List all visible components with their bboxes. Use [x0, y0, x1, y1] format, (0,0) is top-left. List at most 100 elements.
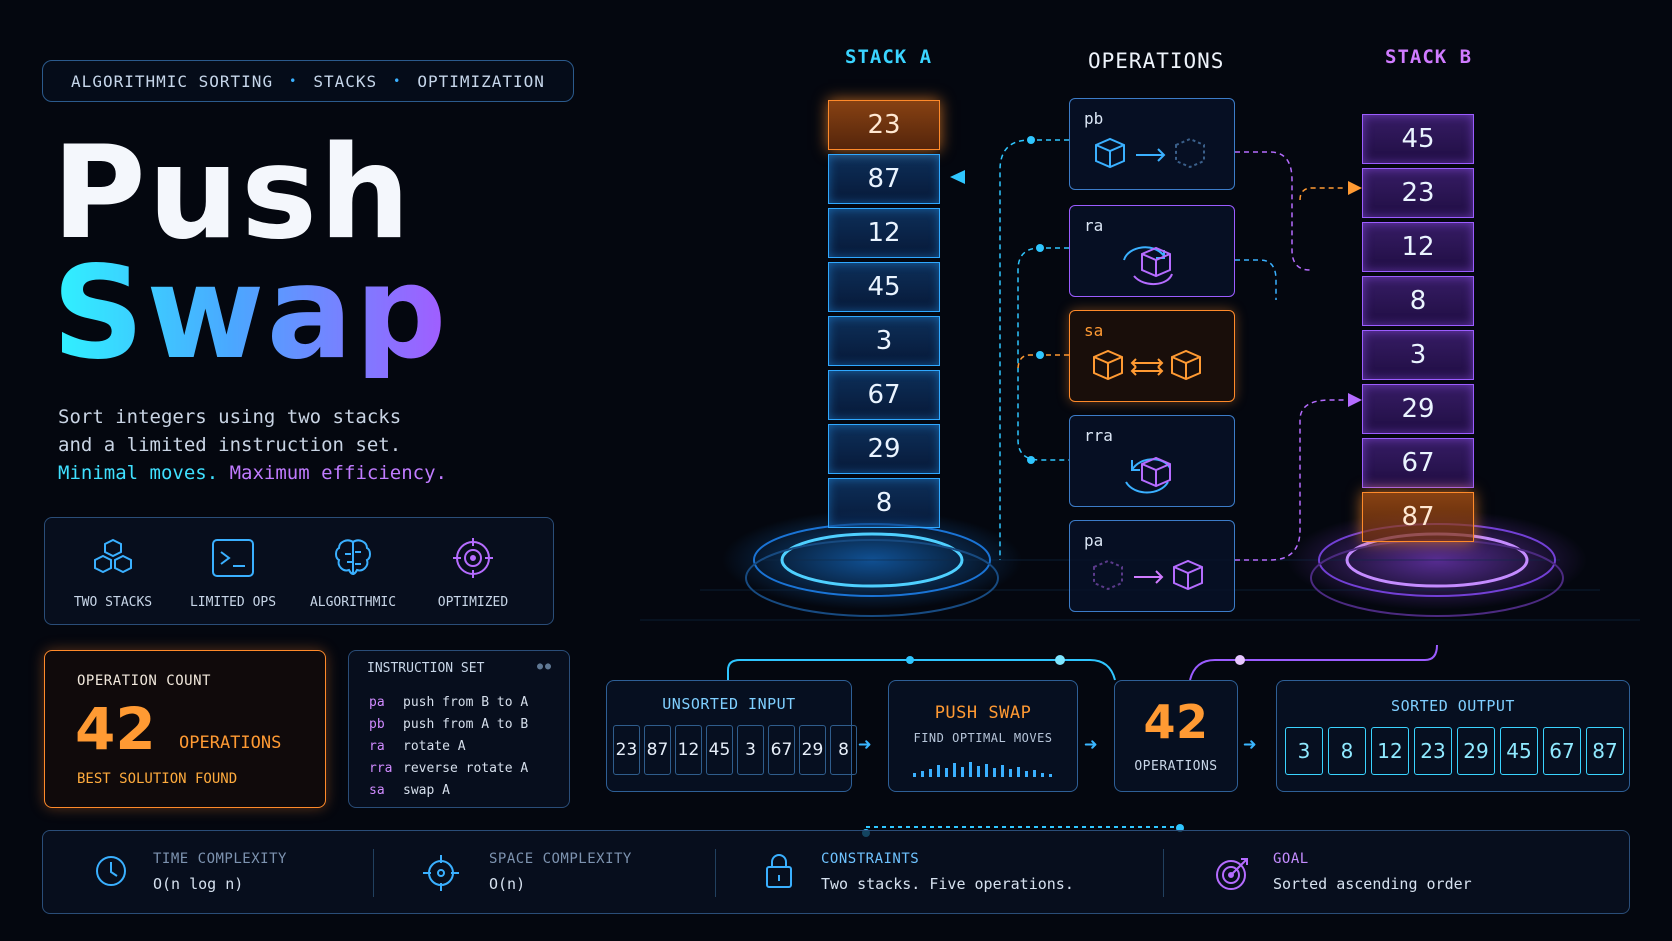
footer-value: Two stacks. Five operations. — [821, 875, 1074, 893]
stack-b-item: 3 — [1362, 330, 1474, 380]
subtitle-highlight: Maximum efficiency. — [229, 462, 447, 484]
feature-label: ALGORITHMIC — [309, 595, 397, 610]
operations-result-value: 42 — [1143, 695, 1209, 749]
footer-label: SPACE COMPLEXITY — [489, 851, 632, 867]
rotate-icon — [1123, 246, 1173, 285]
subtitle-highlight: Minimal moves. — [58, 462, 219, 484]
operations-result-label: OPERATIONS — [1134, 759, 1218, 774]
complexity-footer: TIME COMPLEXITY O(n log n) SPACE COMPLEX… — [42, 830, 1630, 914]
stack-b-item: 12 — [1362, 222, 1474, 272]
output-value: 23 — [1414, 727, 1452, 775]
footer-label: TIME COMPLEXITY — [153, 851, 287, 867]
stack-a-item: 67 — [828, 370, 940, 420]
output-value: 45 — [1500, 727, 1538, 775]
op-name: pa — [1084, 531, 1104, 550]
sorted-output-values: 3 8 12 23 29 45 67 87 — [1285, 727, 1624, 775]
footer-divider — [715, 849, 716, 897]
push-arrow-icon — [1095, 137, 1205, 169]
instruction-desc: swap A — [403, 783, 450, 798]
instruction-desc: reverse rotate A — [403, 761, 529, 776]
stack-b: 45 23 12 8 3 29 67 87 — [1362, 114, 1474, 546]
footer-divider — [1163, 849, 1164, 897]
footer-value: Sorted ascending order — [1273, 875, 1472, 893]
sorted-output-label: SORTED OUTPUT — [1391, 697, 1515, 715]
op-name: pb — [1084, 109, 1104, 128]
operation-count-value: 42 — [75, 695, 156, 763]
target-icon — [453, 538, 493, 578]
output-value: 67 — [1543, 727, 1581, 775]
instruction-op: ra — [369, 739, 385, 754]
footer-divider — [373, 849, 374, 897]
op-card-ra: ra — [1069, 205, 1235, 297]
stack-a: 23 87 12 45 3 67 29 8 — [828, 100, 940, 540]
operation-count-label: OPERATION COUNT — [77, 673, 211, 689]
stack-b-label: STACK B — [1385, 46, 1473, 68]
output-value: 8 — [1328, 727, 1366, 775]
flow-arrow-icon: ➜ — [858, 733, 872, 758]
op-name: sa — [1084, 321, 1104, 340]
input-value: 67 — [768, 725, 795, 775]
feature-two-stacks: TWO STACKS — [53, 518, 173, 626]
stack-a-item: 45 — [828, 262, 940, 312]
output-value: 87 — [1586, 727, 1624, 775]
subtitle-line: Sort integers using two stacks — [58, 406, 402, 428]
features-panel: TWO STACKS LIMITED OPS ALGORITHMIC OPTIM… — [44, 517, 554, 625]
feature-label: OPTIMIZED — [437, 595, 509, 610]
input-value: 8 — [830, 725, 857, 775]
instruction-desc: push from B to A — [403, 695, 529, 710]
flow-arrow-icon: ➜ — [1243, 733, 1257, 758]
input-value: 29 — [799, 725, 826, 775]
instruction-row: pa push from B to A — [369, 695, 528, 710]
unsorted-input-label: UNSORTED INPUT — [662, 695, 796, 713]
stack-a-item: 12 — [828, 208, 940, 258]
instruction-op: pa — [369, 695, 385, 710]
instruction-op: rra — [369, 761, 393, 776]
input-value: 12 — [675, 725, 702, 775]
brain-icon — [335, 539, 371, 576]
instruction-op: sa — [369, 783, 385, 798]
input-value: 87 — [644, 725, 671, 775]
instruction-desc: push from A to B — [403, 717, 529, 732]
feature-label: TWO STACKS — [73, 595, 153, 610]
footer-value: O(n log n) — [153, 875, 244, 893]
stack-b-item: 45 — [1362, 114, 1474, 164]
equalizer-icon — [913, 762, 1052, 777]
stack-b-item: 67 — [1362, 438, 1474, 488]
instruction-row: sa swap A — [369, 783, 450, 798]
tagline-separator: • — [289, 74, 298, 88]
subtitle: Sort integers using two stacks and a lim… — [58, 403, 447, 487]
op-card-pa: pa — [1069, 520, 1235, 612]
instruction-set-title: INSTRUCTION SET — [367, 661, 485, 676]
footer-constraints: CONSTRAINTS Two stacks. Five operations. — [763, 831, 1143, 915]
footer-label: CONSTRAINTS — [821, 851, 920, 867]
feature-limited-ops: LIMITED OPS — [173, 518, 293, 626]
input-value: 3 — [737, 725, 764, 775]
footer-goal: GOAL Sorted ascending order — [1213, 831, 1593, 915]
flow-arrow-icon: ➜ — [1084, 733, 1098, 758]
stack-a-item: 8 — [828, 478, 940, 528]
operation-count-unit: OPERATIONS — [179, 733, 282, 753]
instruction-op: pb — [369, 717, 385, 732]
operation-count-card: OPERATION COUNT 42 OPERATIONS BEST SOLUT… — [44, 650, 326, 808]
title-line-swap: Swap — [52, 239, 449, 388]
stack-a-item: 29 — [828, 424, 940, 474]
lock-icon — [766, 854, 792, 888]
feature-algorithmic: ALGORITHMIC — [293, 518, 413, 626]
stack-b-item: 29 — [1362, 384, 1474, 434]
unsorted-input-panel: UNSORTED INPUT 23 87 12 45 3 67 29 8 — [606, 680, 857, 792]
instruction-desc: rotate A — [403, 739, 466, 754]
stack-b-item: 23 — [1362, 168, 1474, 218]
unsorted-input-values: 23 87 12 45 3 67 29 8 — [613, 725, 857, 775]
input-value: 45 — [706, 725, 733, 775]
output-value: 3 — [1285, 727, 1323, 775]
footer-label: GOAL — [1273, 851, 1309, 867]
input-value: 23 — [613, 725, 640, 775]
crosshair-icon — [423, 855, 459, 891]
operations-label: OPERATIONS — [1088, 49, 1225, 73]
subtitle-tagline: Minimal moves. Maximum efficiency. — [58, 459, 447, 487]
tagline-item: STACKS — [313, 71, 378, 91]
feature-label: LIMITED OPS — [189, 595, 277, 610]
clock-icon — [96, 856, 126, 886]
cubes-icon — [94, 538, 132, 574]
